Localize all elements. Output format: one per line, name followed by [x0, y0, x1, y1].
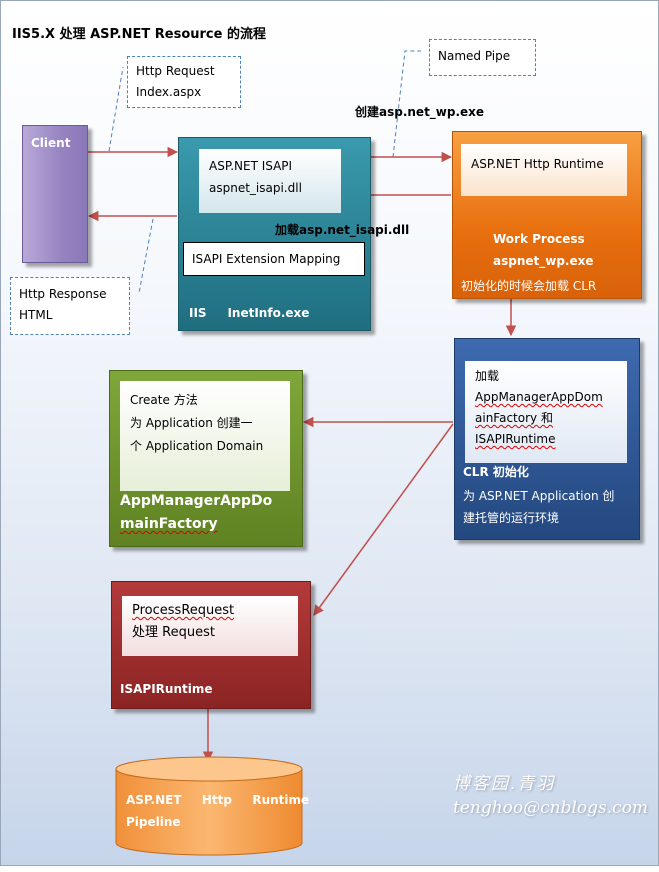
- asp-net-isapi-box: ASP.NET ISAPI aspnet_isapi.dll: [199, 149, 341, 213]
- watermark: 博客园.青羽 tenghoo@cnblogs.com: [453, 769, 648, 818]
- isapiruntime-box: ProcessRequest 处理 Request ISAPIRuntime: [111, 581, 311, 709]
- appmanager-name-line2: mainFactory: [120, 516, 218, 532]
- clr-box: 加载 AppManagerAppDom ainFactory 和 ISAPIRu…: [454, 338, 640, 540]
- appmanager-create-box: Create 方法 为 Application 创建一 个 Applicatio…: [120, 381, 290, 491]
- callout-http-response: [138, 218, 154, 294]
- http-request-note: Http Request Index.aspx: [127, 56, 241, 108]
- clr-title: CLR 初始化: [463, 465, 529, 479]
- create-wp-label: 创建asp.net_wp.exe: [355, 105, 485, 119]
- clr-desc-line2: 建托管的运行环境: [463, 511, 560, 525]
- callout-named-pipe: [392, 50, 421, 158]
- appmanager-line2: 为 Application 创建一: [130, 416, 253, 430]
- appmanager-name-line1: AppManagerAppDo: [120, 493, 273, 509]
- iis-label: IIS InetInfo.exe: [189, 306, 310, 320]
- diagram-title: IIS5.X 处理 ASP.NET Resource 的流程: [12, 27, 266, 42]
- watermark-line2: tenghoo@cnblogs.com: [453, 798, 649, 818]
- http-runtime-box: ASP.NET Http Runtime: [461, 144, 627, 196]
- watermark-line1: 博客园.青羽: [453, 774, 556, 794]
- http-request-line2: Index.aspx: [136, 85, 202, 99]
- clr-load-box: 加载 AppManagerAppDom ainFactory 和 ISAPIRu…: [465, 361, 627, 463]
- http-runtime-label: ASP.NET Http Runtime: [471, 157, 604, 171]
- isapi-mapping-box: ISAPI Extension Mapping: [183, 242, 365, 276]
- http-response-line1: Http Response: [19, 287, 107, 301]
- named-pipe-label: Named Pipe: [438, 49, 511, 63]
- work-process-label: Work Process: [493, 232, 585, 246]
- clr-load-line3: ainFactory 和: [475, 411, 553, 425]
- load-isapi-label: 加载asp.net_isapi.dll: [275, 223, 410, 237]
- clr-load-line1: 加载: [475, 369, 500, 383]
- pipeline-line1: ASP.NET Http Runtime: [126, 793, 310, 807]
- client-label: Client: [31, 136, 71, 150]
- process-request-box: ProcessRequest 处理 Request: [122, 596, 298, 656]
- clr-load-note: 初始化的时候会加载 CLR: [461, 279, 597, 293]
- http-request-line1: Http Request: [136, 64, 215, 78]
- clr-load-line4: ISAPIRuntime: [475, 432, 556, 446]
- named-pipe-note: Named Pipe: [429, 39, 536, 76]
- appmanager-line3: 个 Application Domain: [130, 439, 264, 453]
- process-request-line1: ProcessRequest: [132, 603, 235, 618]
- isapi-line2: aspnet_isapi.dll: [209, 181, 302, 195]
- appmanager-line1: Create 方法: [130, 393, 198, 407]
- pipeline-line2: Pipeline: [126, 815, 181, 829]
- http-response-line2: HTML: [19, 308, 53, 322]
- client-box: Client: [22, 125, 88, 263]
- pipeline-cylinder: ASP.NET Http Runtime Pipeline: [114, 755, 309, 857]
- isapiruntime-name: ISAPIRuntime: [120, 682, 213, 696]
- arrow-clr-to-isapiruntime: [313, 423, 454, 616]
- work-process-box: ASP.NET Http Runtime Work Process aspnet…: [452, 131, 642, 299]
- wp-exe-label: aspnet_wp.exe: [493, 254, 594, 268]
- appmanager-box: Create 方法 为 Application 创建一 个 Applicatio…: [109, 370, 303, 547]
- isapi-line1: ASP.NET ISAPI: [209, 159, 293, 173]
- callout-http-request: [108, 66, 124, 152]
- clr-load-line2: AppManagerAppDom: [475, 390, 603, 404]
- iis-box: ASP.NET ISAPI aspnet_isapi.dll ISAPI Ext…: [178, 137, 371, 331]
- clr-desc-line1: 为 ASP.NET Application 创: [463, 489, 615, 503]
- process-request-line2: 处理 Request: [132, 625, 215, 640]
- isapi-mapping-label: ISAPI Extension Mapping: [192, 252, 341, 266]
- http-response-note: Http Response HTML: [10, 277, 130, 335]
